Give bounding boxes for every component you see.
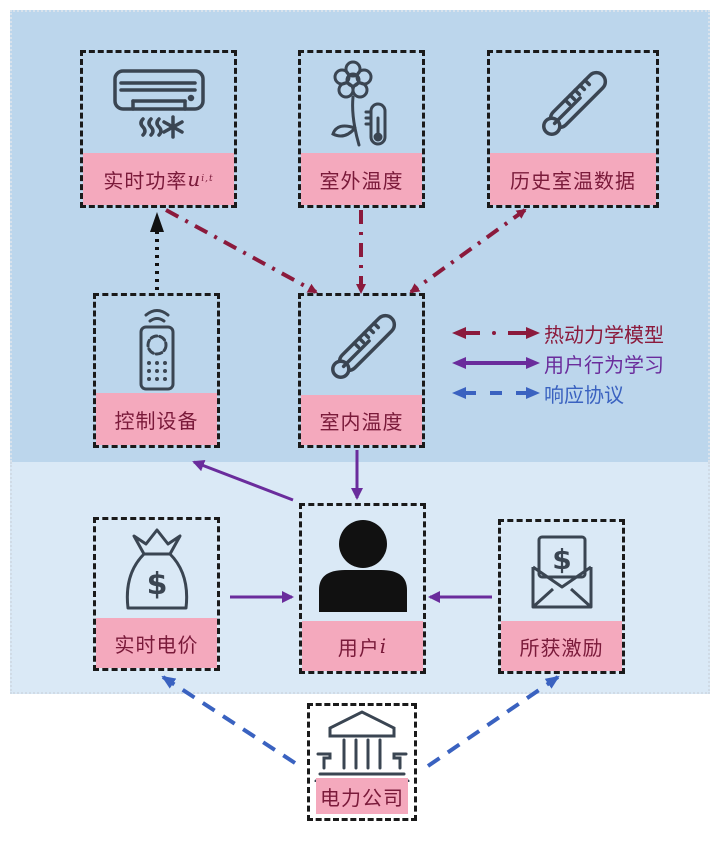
label-text: 实时电价	[114, 632, 199, 657]
node-label: 历史室温数据	[490, 153, 656, 205]
air-conditioner-icon	[83, 53, 234, 156]
math-subscript: i,t	[201, 174, 214, 184]
legend-item-behavior: 用户行为学习	[450, 348, 664, 378]
legend-label: 用户行为学习	[544, 352, 664, 377]
label-text: 实时功率	[103, 168, 188, 193]
label-text: 电力公司	[320, 785, 404, 810]
node-realtime-price[interactable]: $ 实时电价	[93, 517, 220, 671]
user-icon	[302, 506, 423, 621]
label-text: 室外温度	[319, 168, 404, 193]
legend-label: 热动力学模型	[544, 322, 664, 347]
node-label: 实时电价	[96, 618, 217, 668]
label-text: 历史室温数据	[510, 168, 636, 193]
node-control-device[interactable]: 控制设备	[93, 293, 220, 448]
node-utility[interactable]: 电力公司	[307, 703, 417, 821]
thermometer-icon	[490, 53, 656, 156]
node-outdoor-temp[interactable]: 室外温度	[298, 50, 425, 208]
label-text: 所获激励	[519, 635, 604, 660]
legend-item-response: 响应协议	[450, 378, 664, 408]
label-text: 室内温度	[319, 409, 404, 434]
svg-text:$: $	[552, 543, 571, 576]
legend: 热动力学模型 用户行为学习 响应协议	[450, 318, 664, 408]
node-label: 室内温度	[301, 395, 422, 445]
money-envelope-icon: $	[501, 522, 622, 624]
bank-building-icon	[310, 706, 414, 784]
node-history-temp[interactable]: 历史室温数据	[487, 50, 659, 208]
flower-thermometer-icon	[301, 53, 422, 156]
node-label: 所获激励	[501, 621, 622, 671]
label-text: 控制设备	[114, 408, 199, 433]
money-bag-icon: $	[96, 520, 217, 622]
svg-text:$: $	[146, 567, 167, 602]
dash-dot-double-arrow-icon	[452, 327, 540, 339]
legend-item-thermo: 热动力学模型	[450, 318, 664, 348]
node-indoor-temp[interactable]: 室内温度	[298, 293, 425, 448]
dashed-double-arrow-icon	[452, 387, 540, 399]
node-label: 控制设备	[96, 393, 217, 445]
node-incentive[interactable]: $ 所获激励	[498, 519, 625, 674]
legend-label: 响应协议	[544, 382, 624, 407]
math-variable: i	[379, 634, 388, 658]
node-label: 电力公司	[316, 778, 408, 814]
remote-control-icon	[96, 296, 217, 399]
label-text: 用户	[337, 635, 380, 660]
math-variable: u	[187, 167, 202, 191]
node-label: 室外温度	[301, 153, 422, 205]
thermometer-icon	[301, 296, 422, 399]
solid-double-arrow-icon	[452, 357, 540, 369]
